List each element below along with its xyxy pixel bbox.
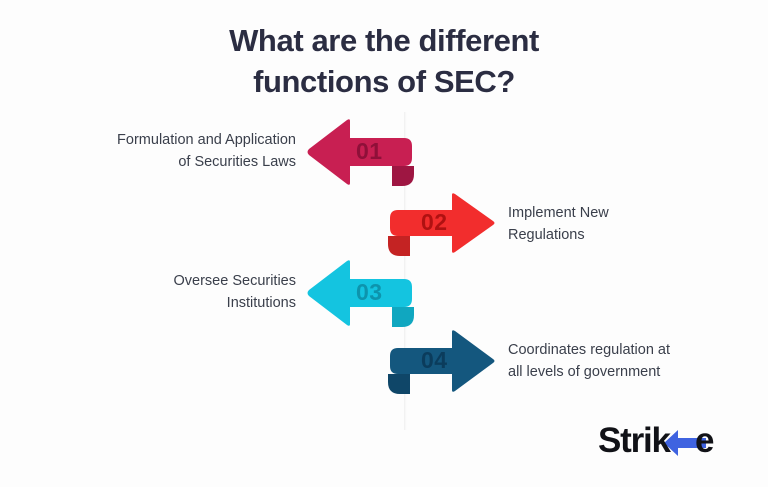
arrow-shape-01	[307, 119, 412, 185]
fold-shape-03	[392, 307, 414, 327]
fold-tab-01	[392, 166, 414, 186]
page-title-line-1: What are the different	[229, 23, 539, 58]
fold-shape-01	[392, 166, 414, 186]
step-label-02: Implement New Regulations	[508, 205, 609, 243]
step-number-04: 04	[421, 347, 448, 373]
page-title: What are the different functions of SEC?	[0, 20, 768, 102]
step-arrow-03: 03	[306, 259, 414, 327]
step-arrow-02: 02	[388, 193, 496, 253]
fold-shape-04	[388, 374, 410, 394]
step-number-03: 03	[356, 279, 383, 305]
step-label-03: Oversee Securities Institutions	[173, 273, 297, 311]
logo-arrow-icon	[664, 430, 706, 456]
logo-wordmark-end: e	[695, 421, 714, 460]
arrow-shape-02	[390, 193, 495, 253]
step-label-01: Formulation and Application of Securitie…	[117, 132, 296, 170]
strike-logo: Strik e	[598, 418, 728, 464]
logo-wordmark: Strik	[598, 421, 671, 460]
page-title-line-2: functions of SEC?	[253, 64, 515, 100]
step-arrow-04: 04	[388, 330, 496, 392]
arrow-shape-03	[307, 260, 412, 326]
step-number-01: 01	[356, 138, 383, 164]
step-label-04: Coordinates regulation at all levels of …	[508, 342, 671, 380]
step-number-02: 02	[421, 209, 448, 235]
step-arrow-01: 01	[306, 118, 414, 186]
arrow-shape-04	[390, 330, 495, 392]
fold-shape-02	[388, 236, 410, 256]
fold-tab-04	[388, 374, 410, 394]
fold-tab-02	[388, 236, 410, 256]
fold-tab-03	[392, 307, 414, 327]
ribbon-seam	[404, 112, 407, 430]
